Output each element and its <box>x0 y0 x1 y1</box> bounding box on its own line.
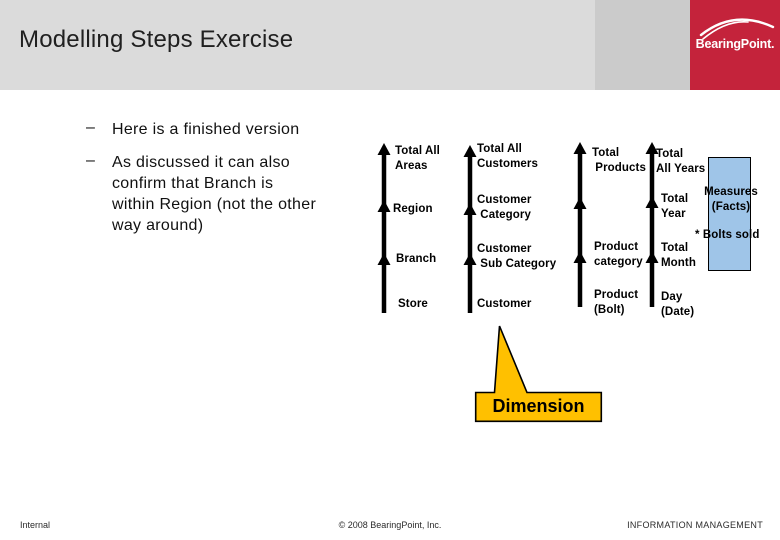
bolts-sold-label: * Bolts sold <box>695 229 760 241</box>
bullet-marker: – <box>86 152 95 169</box>
level-region: Region <box>393 203 433 215</box>
hierarchy-arrow-areas <box>377 143 391 313</box>
header-band <box>0 0 595 90</box>
level-day-date: Day (Date) <box>661 291 695 318</box>
level-total-all-years: Total All Years <box>656 148 706 175</box>
hierarchy-arrow-products <box>573 142 587 307</box>
level-total-all-customers: Total All Customers <box>477 143 538 170</box>
level-total-month: Total Month <box>661 242 696 269</box>
level-branch: Branch <box>396 253 437 265</box>
page-title: Modelling Steps Exercise <box>19 26 294 53</box>
level-product-category: Product category <box>594 241 643 268</box>
bullet-marker: – <box>86 119 95 136</box>
footer-copyright: © 2008 BearingPoint, Inc. <box>338 520 442 530</box>
footer-classification: Internal <box>20 520 51 530</box>
level-total-all-areas: Total All Areas <box>395 145 440 172</box>
level-total-products: Total Products <box>592 147 646 174</box>
bullet-item-2: As discussed it can also confirm that Br… <box>112 154 317 234</box>
level-customer: Customer <box>477 298 532 310</box>
level-product-bolt: Product (Bolt) <box>594 289 639 316</box>
logo-wordmark: BearingPoint. <box>695 37 775 51</box>
measures-facts-label: Measures (Facts) <box>704 186 758 213</box>
bearingpoint-logo: BearingPoint. <box>690 0 780 90</box>
bullet-item-1: Here is a finished version <box>112 121 300 138</box>
level-total-year: Total Year <box>661 193 689 220</box>
level-store: Store <box>398 298 428 310</box>
level-customer-sub-category: Customer Sub Category <box>477 243 557 270</box>
dimension-callout-label: Dimension <box>492 396 585 416</box>
header-accent-block <box>595 0 690 90</box>
hierarchy-arrow-customers <box>463 145 477 313</box>
level-customer-category: Customer Category <box>477 194 532 221</box>
logo-swoosh-icon <box>699 18 775 40</box>
footer-department: INFORMATION MANAGEMENT <box>627 520 763 530</box>
measures-facts-box <box>708 157 751 271</box>
